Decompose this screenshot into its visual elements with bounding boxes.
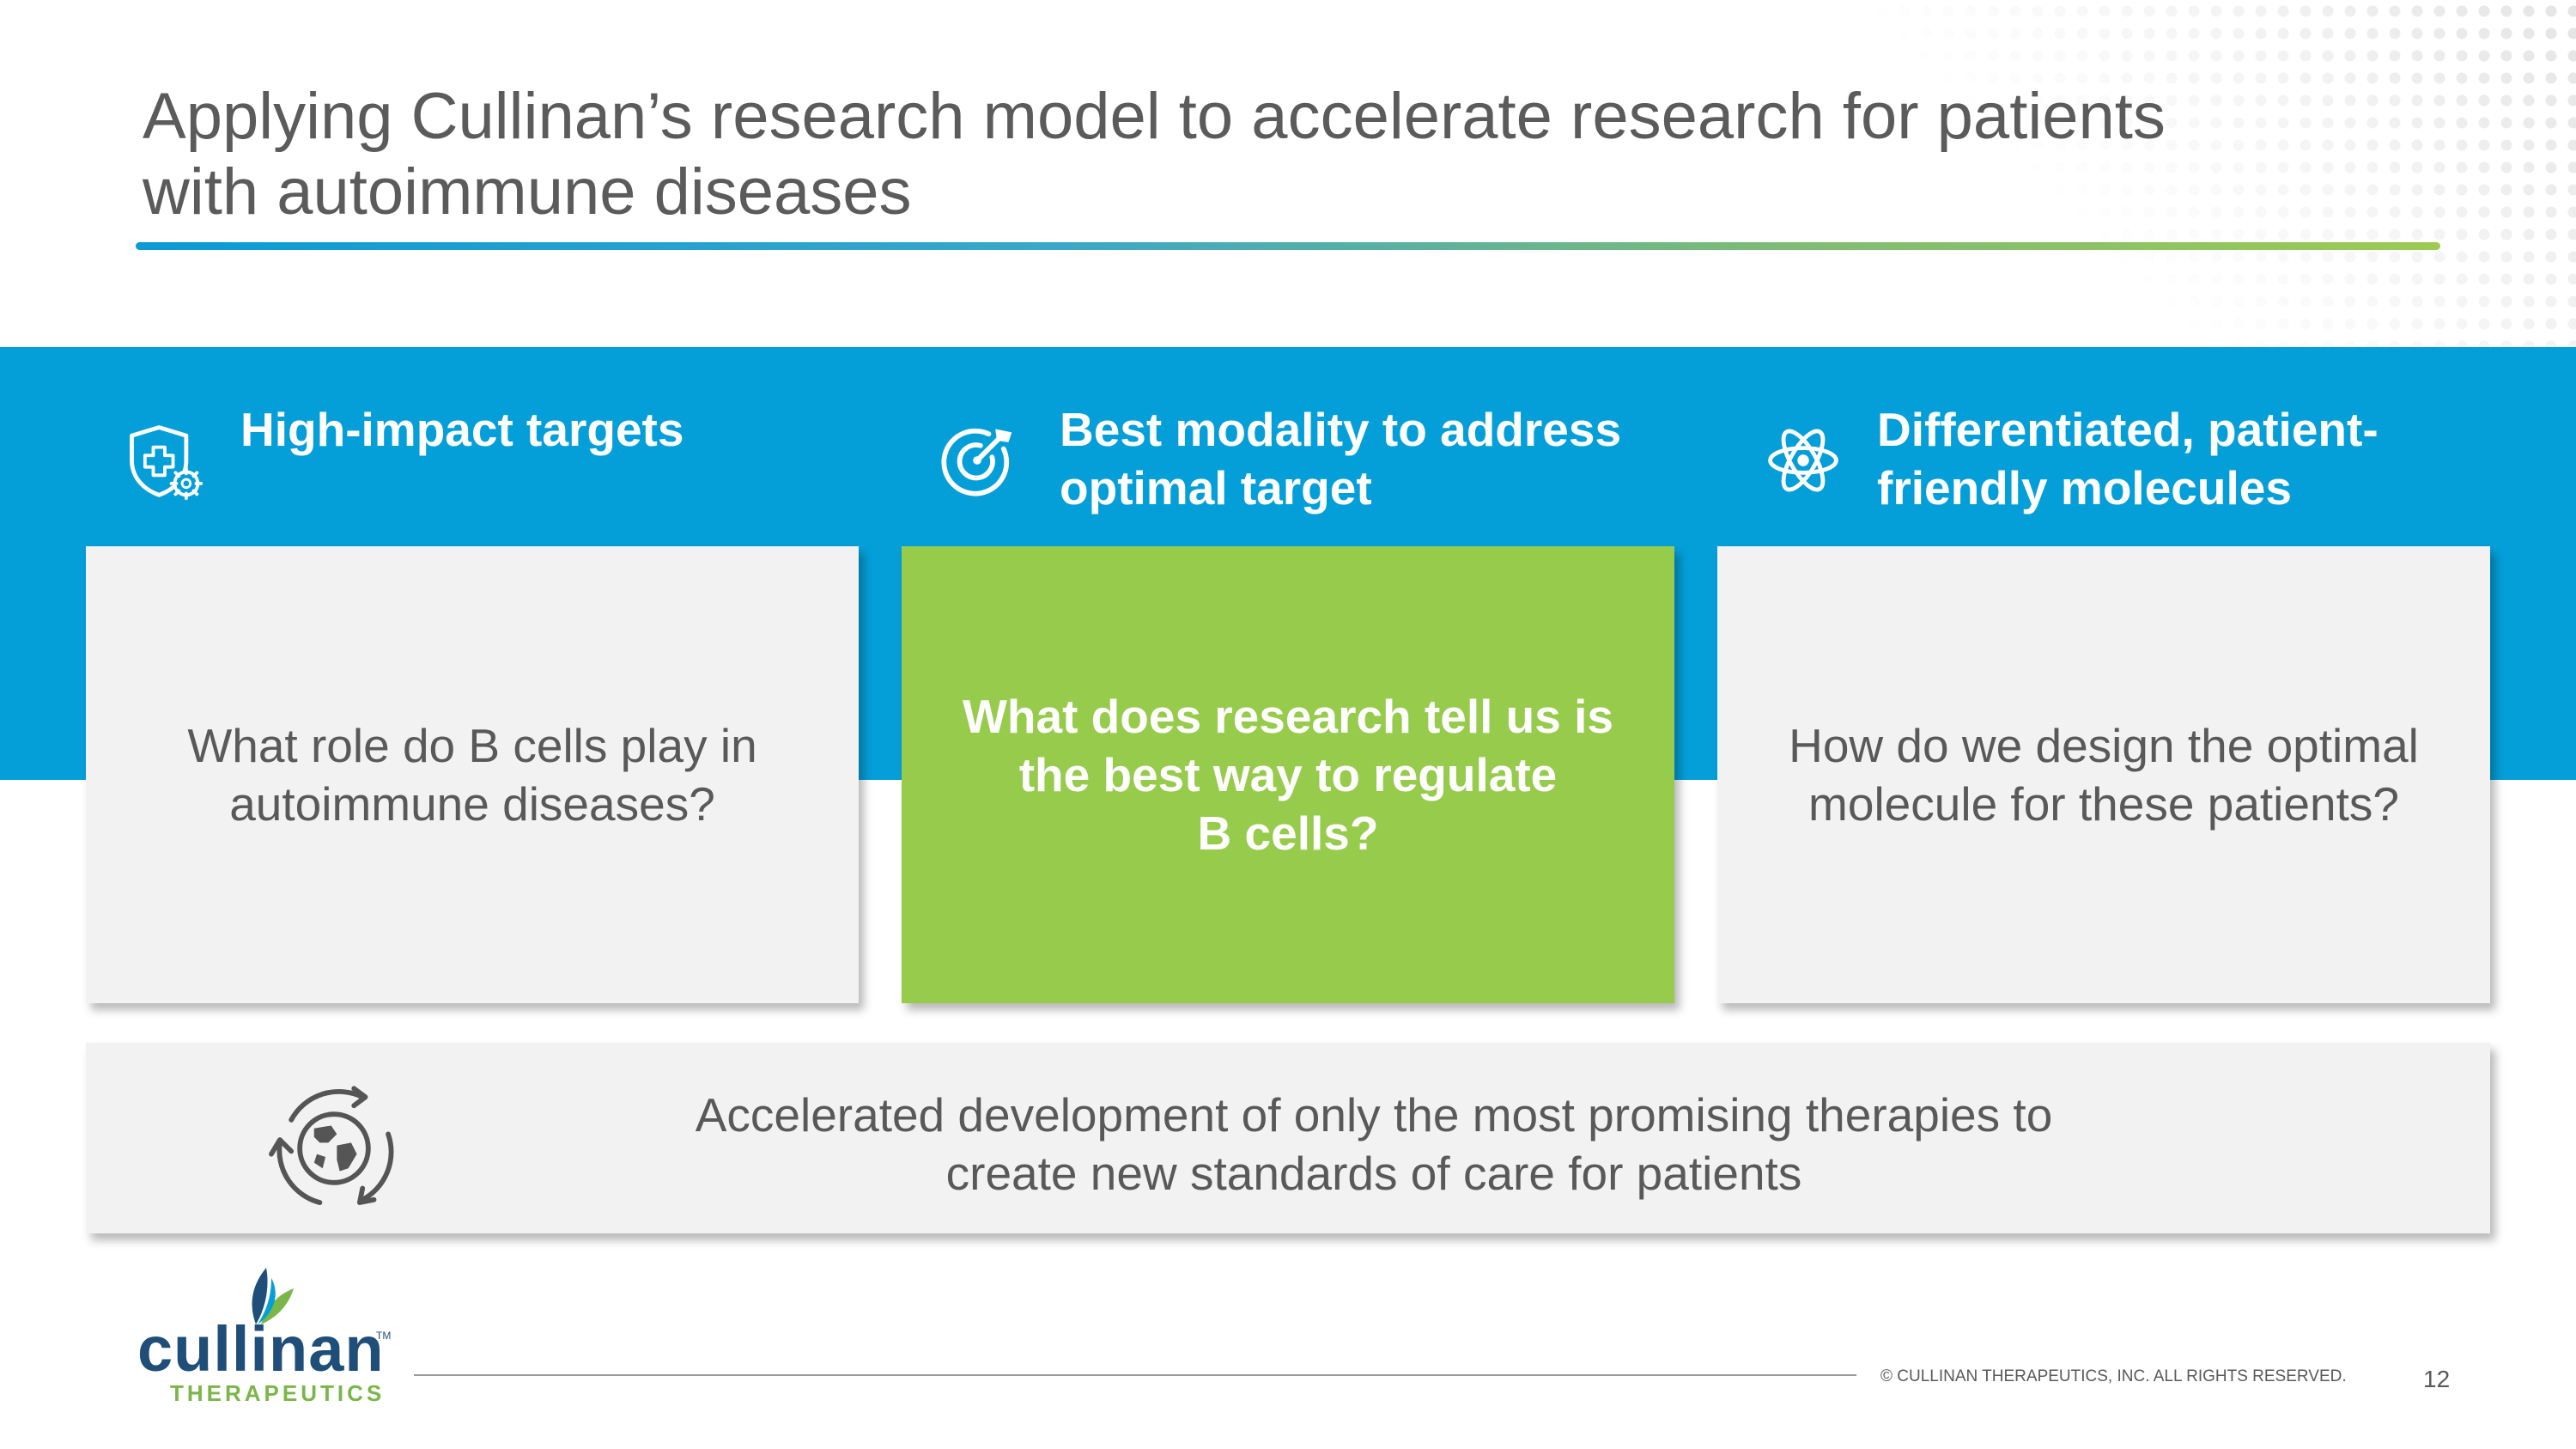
- heading-line: Differentiated, patient-: [1877, 403, 2379, 456]
- column-heading-text: Best modality to address optimal target: [1060, 400, 1621, 517]
- page-title: Applying Cullinan’s research model to ac…: [143, 79, 2392, 230]
- question-line: What role do B cells play in: [187, 719, 757, 772]
- heading-line: High-impact targets: [240, 403, 684, 456]
- question-line: molecule for these patients?: [1808, 777, 2399, 831]
- question-text: How do we design the optimal molecule fo…: [1789, 716, 2419, 833]
- footer-divider: [414, 1374, 1856, 1376]
- column-heading-best-modality: Best modality to address optimal target: [936, 400, 1621, 517]
- outcome-line: create new standards of care for patient…: [945, 1147, 1802, 1200]
- logo-leaf-mark-icon: [252, 1268, 294, 1324]
- copyright-notice: © CULLINAN THERAPEUTICS, INC. ALL RIGHTS…: [1880, 1367, 2347, 1385]
- heading-line: Best modality to address: [1060, 403, 1622, 456]
- page-number: 12: [2423, 1366, 2451, 1392]
- question-card-b-cell-role: What role do B cells play in autoimmune …: [86, 546, 859, 1003]
- globe-cycle-icon: [269, 1086, 394, 1205]
- heading-line: optimal target: [1060, 461, 1372, 514]
- column-heading-text: Differentiated, patient- friendly molecu…: [1877, 400, 2379, 517]
- title-gradient-rule: [136, 242, 2440, 250]
- heading-line: friendly molecules: [1877, 461, 2292, 514]
- column-heading-high-impact: High-impact targets: [122, 400, 683, 502]
- page-title-line: Applying Cullinan’s research model to ac…: [143, 80, 2166, 153]
- outcome-banner: Accelerated development of only the most…: [86, 1043, 2490, 1233]
- question-text: What role do B cells play in autoimmune …: [187, 716, 756, 833]
- question-text: What does research tell us is the best w…: [963, 687, 1613, 862]
- logo-trademark: TM: [376, 1330, 392, 1342]
- question-line: What does research tell us is: [962, 690, 1614, 743]
- question-card-regulate-b-cells: What does research tell us is the best w…: [902, 546, 1674, 1003]
- logo-subtitle: THERAPEUTICS: [170, 1380, 386, 1406]
- page-title-line: with autoimmune diseases: [143, 155, 912, 228]
- target-arrow-icon: [941, 428, 1012, 496]
- decorative-dot-pattern: [1803, 0, 2576, 361]
- shield-medical-gear-icon: [130, 425, 204, 501]
- question-line: autoimmune diseases?: [229, 777, 715, 831]
- question-line: the best way to regulate: [1018, 748, 1558, 801]
- outcome-text: Accelerated development of only the most…: [515, 1086, 2233, 1202]
- logo-wordmark: cullinan: [137, 1313, 385, 1385]
- question-line: How do we design the optimal: [1789, 719, 2419, 772]
- outcome-line: Accelerated development of only the most…: [695, 1088, 2053, 1142]
- column-heading-text: High-impact targets: [240, 400, 683, 459]
- cullinan-logo: cullinan TM THERAPEUTICS: [137, 1263, 395, 1405]
- question-line: B cells?: [1197, 807, 1379, 860]
- question-card-optimal-molecule: How do we design the optimal molecule fo…: [1717, 546, 2490, 1003]
- column-heading-differentiated: Differentiated, patient- friendly molecu…: [1762, 400, 2379, 517]
- atom-icon: [1768, 429, 1838, 492]
